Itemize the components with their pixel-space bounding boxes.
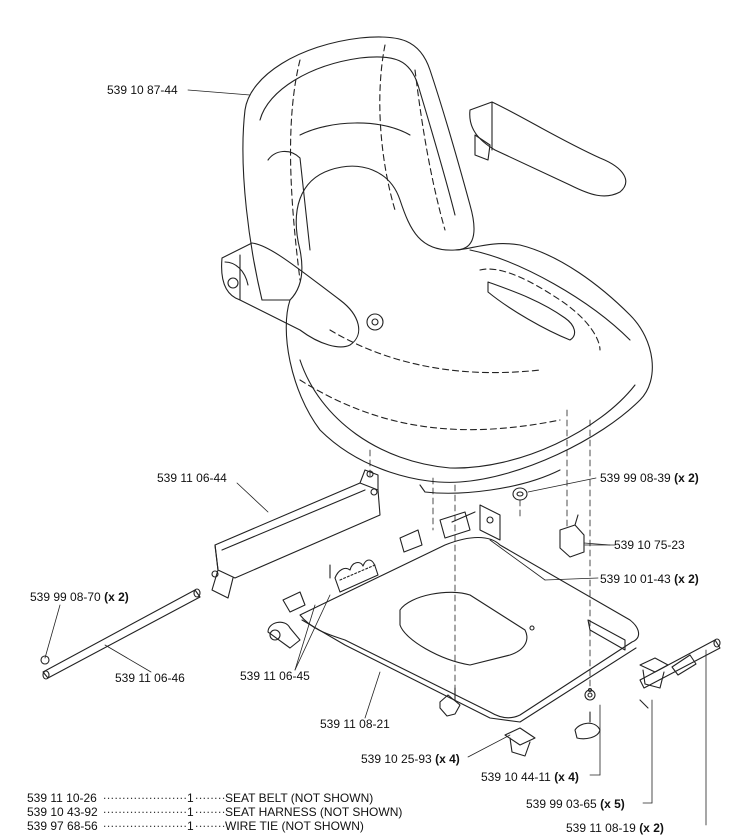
callout-rail: 539 11 06-44 (157, 471, 227, 485)
parts-list-row: 539 97 68-56........................1...… (27, 816, 364, 833)
callout-pin: 539 99 03-65 (x 5) (526, 797, 625, 811)
seat-rail-drawing (212, 470, 380, 598)
callout-spring: 539 11 06-45 (240, 669, 310, 683)
callout-knob: 539 10 25-93 (x 4) (361, 752, 460, 766)
callout-plate: 539 11 08-21 (320, 717, 390, 731)
callout-clip: 539 99 08-70 (x 2) (30, 590, 129, 604)
callout-seat: 539 10 87-44 (107, 83, 178, 97)
spring-and-rods-drawing (41, 488, 720, 708)
callout-latch: 539 10 75-23 (614, 538, 685, 552)
base-plate-drawing (268, 505, 668, 756)
parts-list-row: 539 11 10-26........................1...… (27, 788, 374, 805)
callout-nut: 539 99 08-39 (x 2) (600, 471, 699, 485)
leader-lines (45, 90, 706, 825)
callout-washer: 539 10 44-11 (x 4) (481, 770, 579, 784)
callout-shaft: 539 11 08-19 (x 2) (566, 821, 664, 835)
parts-list-row: 539 10 43-92........................1...… (27, 802, 403, 819)
callout-bushing: 539 10 01-43 (x 2) (600, 572, 699, 586)
seat-drawing (222, 37, 653, 493)
callout-rod: 539 11 06-46 (115, 671, 185, 685)
